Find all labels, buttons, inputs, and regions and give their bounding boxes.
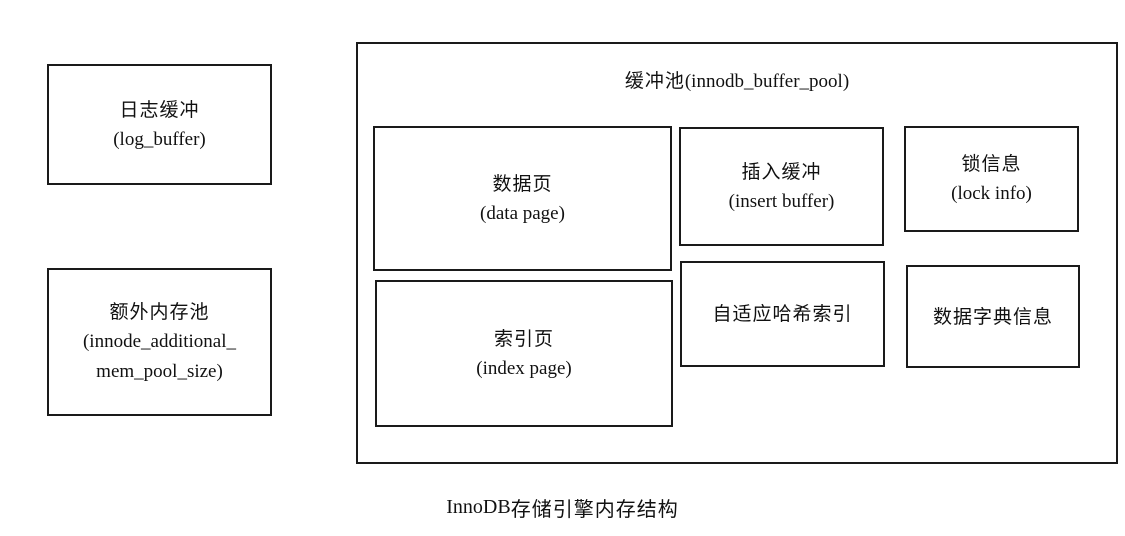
additional-mem-pool-label-en-1: (innode_additional_ — [82, 331, 237, 352]
lock-info-label-zh: 锁信息 — [961, 153, 1022, 175]
figure-caption-zh: 存储引擎内存结构 — [510, 497, 679, 521]
figure-caption: InnoDB存储引擎内存结构 — [0, 493, 1125, 522]
index-page-label-zh: 索引页 — [493, 327, 554, 350]
data-page-label-zh: 数据页 — [492, 172, 553, 195]
buffer-pool-title: 缓冲池(innodb_buffer_pool) — [358, 66, 1116, 93]
index-page-box: 索引页 (index page) — [375, 280, 673, 427]
buffer-pool-title-en: (innodb_buffer_pool) — [684, 71, 850, 92]
adaptive-hash-index-box: 自适应哈希索引 — [680, 261, 885, 367]
log-buffer-label-en: (log_buffer) — [113, 128, 206, 150]
insert-buffer-box: 插入缓冲 (insert buffer) — [679, 127, 884, 246]
additional-mem-pool-label-en-2: mem_pool_size) — [96, 361, 223, 382]
lock-info-box: 锁信息 (lock info) — [904, 126, 1079, 232]
index-page-label-en: (index page) — [476, 357, 572, 379]
insert-buffer-label-en: (insert buffer) — [728, 190, 835, 212]
insert-buffer-label-zh: 插入缓冲 — [741, 160, 822, 183]
figure-caption-en: InnoDB — [446, 496, 511, 518]
additional-mem-pool-label-zh: 额外内存池 — [109, 301, 210, 323]
additional-mem-pool-box: 额外内存池 (innode_additional_ mem_pool_size) — [47, 268, 272, 416]
buffer-pool-title-zh: 缓冲池 — [624, 70, 685, 92]
data-dictionary-box: 数据字典信息 — [906, 265, 1080, 368]
data-page-label-en: (data page) — [480, 202, 565, 224]
lock-info-label-en: (lock info) — [951, 183, 1032, 204]
data-page-box: 数据页 (data page) — [373, 126, 672, 271]
log-buffer-label-zh: 日志缓冲 — [119, 98, 200, 121]
log-buffer-box: 日志缓冲 (log_buffer) — [47, 64, 272, 185]
adaptive-hash-index-label: 自适应哈希索引 — [712, 303, 853, 325]
data-dictionary-label: 数据字典信息 — [932, 305, 1053, 328]
